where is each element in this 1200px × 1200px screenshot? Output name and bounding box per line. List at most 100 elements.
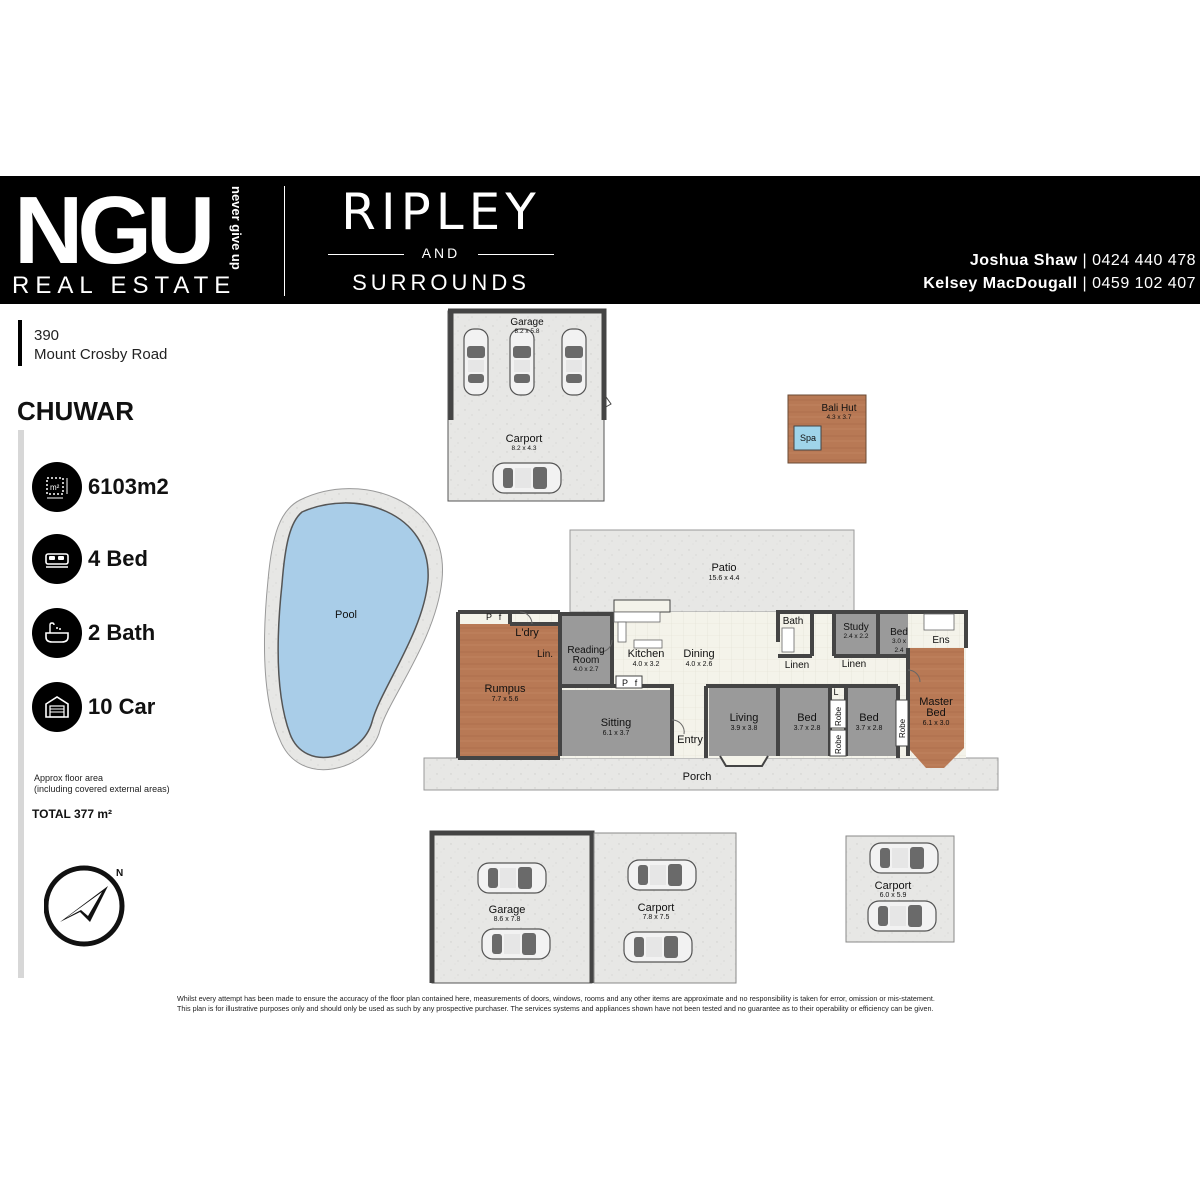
stat-cars: 10 Car: [32, 682, 155, 732]
office-and-row: AND: [328, 244, 554, 264]
agent-name: Joshua Shaw: [969, 252, 1078, 269]
room-living-dims: 3.9 x 3.8: [731, 725, 758, 732]
room-bed-small-dims1: 3.0 x: [892, 638, 907, 645]
room-carport-mid-name: Carport: [638, 902, 675, 914]
office-and: AND: [421, 245, 461, 261]
stat-beds: 4 Bed: [32, 534, 148, 584]
cars-value: 10 Car: [88, 694, 156, 719]
room-master-name2: Bed: [926, 707, 946, 719]
room-master-bed: [908, 648, 964, 768]
room-bed-a: [780, 688, 830, 756]
room-study-name: Study: [843, 622, 869, 633]
room-ldry-name: L'dry: [515, 627, 539, 639]
address-suburb: CHUWAR: [17, 396, 134, 426]
room-bed-small: [880, 614, 908, 656]
room-bed-b: [846, 688, 896, 756]
room-garage-bottom-dims: 8.6 x 7.8: [494, 916, 521, 923]
compass-icon: N: [44, 865, 125, 947]
room-linen2-name: Linen: [842, 659, 866, 670]
room-sitting-name: Sitting: [601, 717, 632, 729]
patio: [569, 529, 855, 613]
land-area-value: 6103m2: [88, 474, 169, 499]
agent-phone[interactable]: 0424 440 478: [1092, 252, 1196, 269]
room-rumpus: [460, 624, 560, 756]
room-lin-name: Lin.: [537, 649, 553, 660]
room-bed-small-dims2: 2.4: [894, 647, 903, 654]
info-side-bar: [18, 430, 24, 978]
room-bed-b-dims: 3.7 x 2.8: [856, 725, 883, 732]
room-garage-bottom-name: Garage: [489, 904, 526, 916]
land-area-icon: m²: [32, 462, 82, 512]
spa: [793, 425, 822, 451]
room-p2-name: P: [622, 678, 628, 688]
disclaimer-line-2: This plan is for illustrative purposes o…: [177, 1004, 934, 1013]
room-sitting: [560, 690, 672, 756]
room-carport-right-dims: 6.0 x 5.9: [880, 892, 907, 899]
room-garage-top-name: Garage: [510, 317, 544, 328]
stat-baths: 2 Bath: [32, 608, 155, 658]
room-p1-name: P: [486, 612, 492, 622]
header-divider: [284, 186, 285, 296]
agent-contact-1: Joshua Shaw | 0424 440 478: [969, 252, 1196, 269]
stat-land: m² 6103m2: [32, 462, 169, 512]
bed-icon: [32, 534, 82, 584]
floor-area-note-2: (including covered external areas): [34, 784, 170, 794]
room-bed-a-dims: 3.7 x 2.8: [794, 725, 821, 732]
room-rumpus-dims: 7.7 x 5.6: [492, 696, 519, 703]
baths-value: 2 Bath: [88, 620, 156, 645]
room-dining-dims: 4.0 x 2.6: [686, 661, 713, 668]
room-l-small-name: L: [833, 687, 838, 697]
room-bed-small-name: Bed: [890, 627, 908, 638]
disclaimer: Whilst every attempt has been made to en…: [177, 994, 935, 1014]
address-street: Mount Crosby Road: [34, 346, 168, 363]
room-bali-hut-dims: 4.3 x 3.7: [827, 414, 852, 421]
room-master-name1: Master: [919, 696, 953, 708]
porch: [423, 757, 999, 791]
room-pool-name: Pool: [335, 609, 357, 621]
logo-ngu: NGU: [14, 177, 215, 284]
room-carport-mid-dims: 7.8 x 7.5: [643, 914, 670, 921]
room-reading-name1: Reading: [567, 645, 604, 656]
room-robe2-name: Robe: [834, 734, 843, 754]
room-bed-a-name: Bed: [797, 712, 817, 724]
agent-phone[interactable]: 0459 102 407: [1092, 275, 1196, 292]
svg-text:m²: m²: [50, 483, 60, 492]
room-f2-name: f: [635, 678, 638, 688]
office-surrounds: SURROUNDS: [352, 270, 530, 295]
room-kitchen-name: Kitchen: [628, 648, 665, 660]
room-ens-name: Ens: [932, 635, 949, 646]
garage-icon: [32, 682, 82, 732]
room-reading-name2: Room: [573, 655, 600, 666]
logo-real-estate: REAL ESTATE: [12, 272, 237, 299]
room-reading-dims: 4.0 x 2.7: [574, 666, 599, 673]
address-accent-bar: [18, 320, 22, 366]
room-study-dims: 2.4 x 2.2: [844, 633, 869, 640]
floor-area-total: TOTAL 377 m²: [32, 807, 113, 821]
room-reading: [560, 614, 610, 684]
address-number: 390: [34, 327, 60, 344]
office-name: RIPLEY: [341, 183, 541, 241]
room-carport-top-dims: 8.2 x 4.3: [512, 445, 537, 452]
room-patio-dims: 15.6 x 4.4: [709, 575, 740, 582]
room-robe3-name: Robe: [898, 718, 907, 738]
agent-contact-2: Kelsey MacDougall | 0459 102 407: [923, 275, 1196, 292]
room-spa-name: Spa: [800, 433, 816, 443]
room-porch-name: Porch: [683, 771, 712, 783]
room-carport-right-name: Carport: [875, 880, 912, 892]
compass-north: N: [116, 868, 123, 879]
room-sitting-dims: 6.1 x 3.7: [603, 730, 630, 737]
agent-name: Kelsey MacDougall: [923, 275, 1078, 292]
room-garage-top-dims: 8.2 x 5.8: [515, 328, 540, 335]
room-bed-b-name: Bed: [859, 712, 879, 724]
room-carport-top-name: Carport: [506, 433, 543, 445]
disclaimer-line-1: Whilst every attempt has been made to en…: [177, 994, 935, 1003]
room-dining-name: Dining: [683, 648, 714, 660]
and-line-right: [478, 254, 554, 255]
room-rumpus-name: Rumpus: [485, 683, 526, 695]
room-f1-name: f: [499, 612, 502, 622]
room-linen1-name: Linen: [785, 660, 809, 671]
pool: [277, 502, 429, 759]
floor-area-note-1: Approx floor area: [34, 773, 104, 783]
room-bath-name: Bath: [783, 616, 804, 627]
